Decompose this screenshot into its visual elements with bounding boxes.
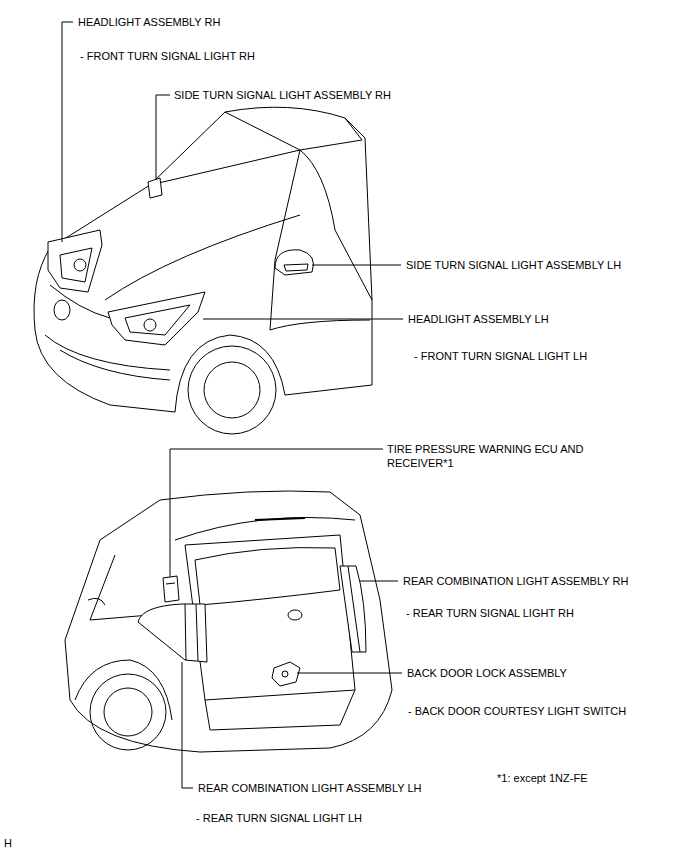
front-vehicle	[34, 107, 372, 434]
part-label: - BACK DOOR COURTESY LIGHT SWITCH	[408, 704, 626, 718]
footnote: *1: except 1NZ-FE	[497, 771, 587, 785]
part-label: HEADLIGHT ASSEMBLY LH	[408, 312, 549, 326]
part-label: BACK DOOR LOCK ASSEMBLY	[407, 666, 567, 680]
part-label: SIDE TURN SIGNAL LIGHT ASSEMBLY RH	[174, 88, 391, 102]
rear-vehicle	[65, 491, 392, 752]
part-label: SIDE TURN SIGNAL LIGHT ASSEMBLY LH	[406, 258, 621, 272]
part-label: - FRONT TURN SIGNAL LIGHT LH	[414, 349, 587, 363]
part-label: REAR COMBINATION LIGHT ASSEMBLY LH	[198, 781, 422, 795]
sheet-code: H	[4, 836, 12, 850]
leader-lines	[62, 22, 403, 788]
part-label: REAR COMBINATION LIGHT ASSEMBLY RH	[403, 574, 628, 588]
part-label: - REAR TURN SIGNAL LIGHT LH	[196, 811, 362, 825]
part-label: - REAR TURN SIGNAL LIGHT RH	[406, 606, 574, 620]
part-label: - FRONT TURN SIGNAL LIGHT RH	[80, 49, 255, 63]
part-label: HEADLIGHT ASSEMBLY RH	[78, 15, 220, 29]
part-label: TIRE PRESSURE WARNING ECU AND RECEIVER*1	[387, 442, 609, 470]
